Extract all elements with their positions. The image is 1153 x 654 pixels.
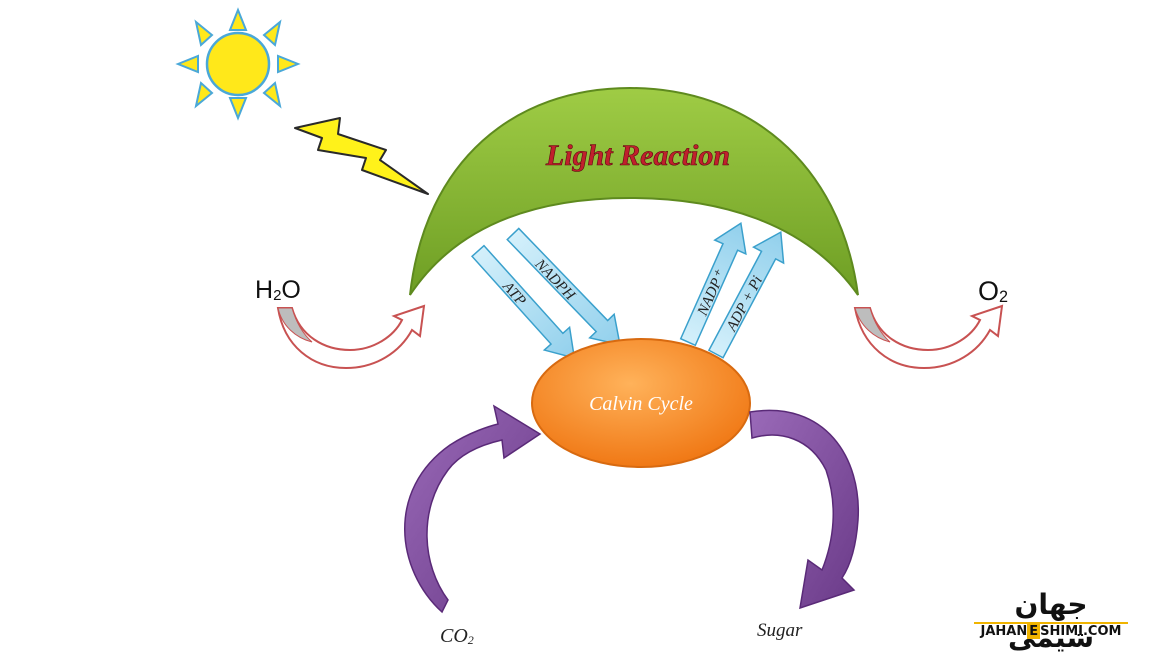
- co2-label: CO2: [440, 625, 474, 648]
- h2o-input-arrow: [276, 304, 426, 370]
- oxygen-label: O2: [978, 276, 1008, 307]
- nadp-label: NADP⁺: [694, 268, 729, 319]
- calvin-cycle-label: Calvin Cycle: [589, 393, 693, 415]
- light-reaction-dome: [409, 86, 859, 296]
- logo-domain-e: E: [1027, 624, 1041, 639]
- water-label-main: H: [255, 276, 274, 304]
- logo-domain-pre: JAHAN: [980, 624, 1028, 639]
- water-label: H2O: [255, 276, 301, 305]
- sun-icon: [175, 7, 301, 121]
- co2-label-main: CO: [440, 625, 468, 647]
- sugar-output-arrow: [749, 409, 860, 610]
- nadph-label: NADPH: [531, 256, 579, 305]
- water-label-sub: 2: [273, 287, 282, 304]
- calvin-cycle-ellipse: [531, 338, 751, 468]
- co2-input-arrow: [404, 404, 542, 614]
- logo-divider: [974, 622, 1128, 624]
- sugar-label: Sugar: [757, 620, 803, 641]
- nadp-arrow: NADP⁺: [679, 221, 747, 347]
- h2o-arrow-tail: [277, 307, 313, 343]
- lightning-bolt-icon: [294, 117, 429, 195]
- water-label-tail: O: [281, 276, 301, 304]
- o2-output-arrow: [853, 304, 1004, 370]
- oxygen-label-sub: 2: [999, 288, 1009, 306]
- logo-domain-post: SHIMI.COM: [1040, 624, 1122, 639]
- o2-arrow-tail: [854, 307, 891, 343]
- light-reaction-title: Light Reaction: [545, 139, 730, 172]
- co2-label-sub: 2: [467, 633, 474, 647]
- logo-name-fa: جهان شیمی: [1007, 588, 1095, 654]
- oxygen-label-main: O: [978, 276, 1000, 306]
